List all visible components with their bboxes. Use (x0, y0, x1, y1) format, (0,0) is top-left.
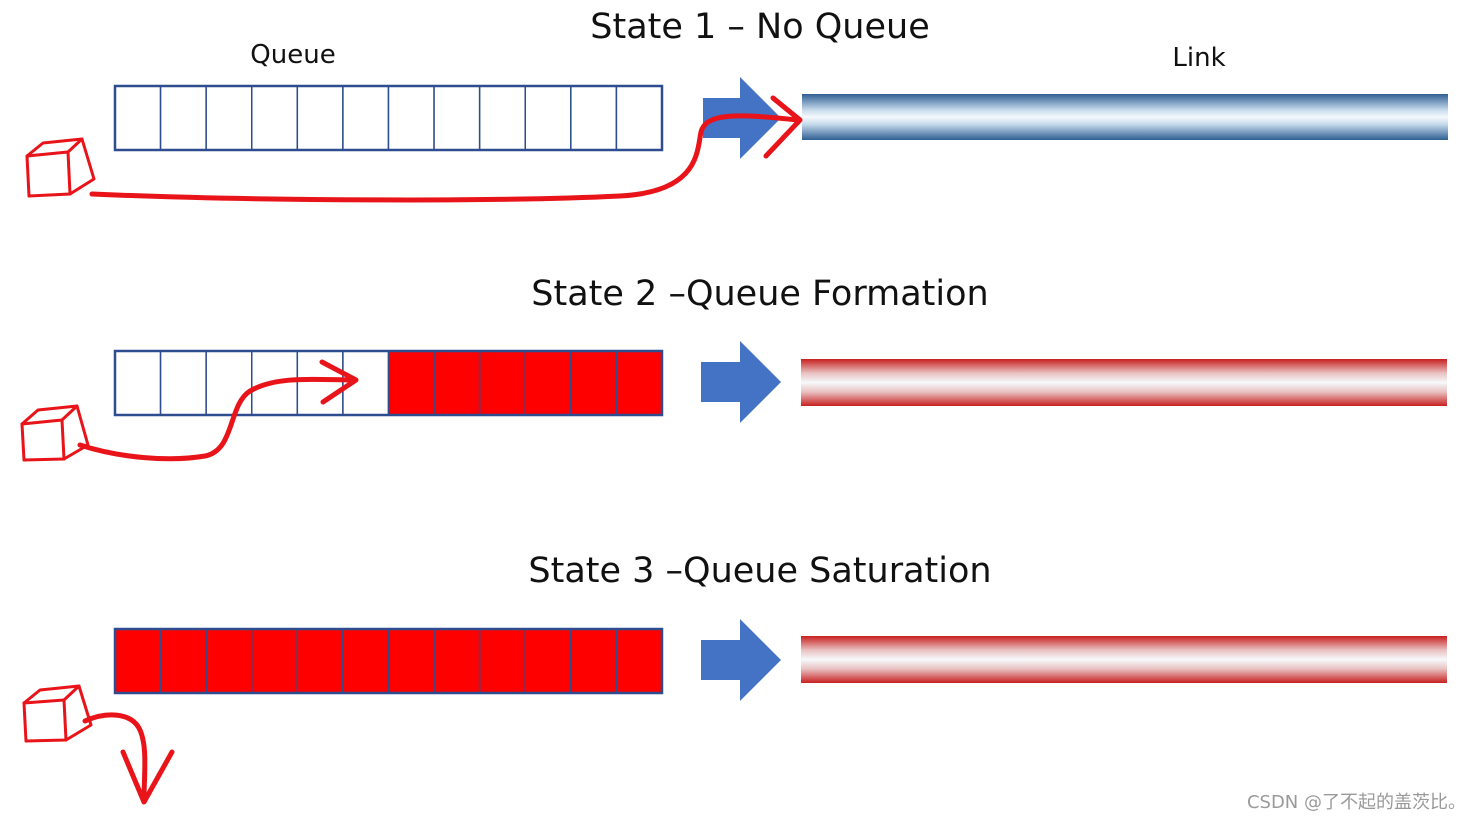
state-3-flow-arrow (701, 619, 781, 701)
queue-slot-empty (114, 350, 162, 416)
state-3-packet-path (82, 712, 175, 805)
queue-slot-empty (387, 85, 435, 151)
queue-slot-filled (205, 628, 253, 694)
queue-border (113, 627, 664, 695)
queue-label: Queue (250, 40, 335, 70)
queue-slot-filled (615, 350, 663, 416)
state-1-queue (113, 84, 664, 152)
queue-slot-filled (387, 628, 435, 694)
link-label: Link (1172, 43, 1225, 73)
queue-slot-filled (570, 628, 618, 694)
queue-slot-empty (570, 85, 618, 151)
queue-slot-filled (433, 350, 481, 416)
queue-slot-empty (159, 85, 207, 151)
queue-slot-filled (478, 628, 527, 694)
state-1-title: State 1 – No Queue (590, 7, 930, 47)
queue-slot-empty (296, 85, 344, 151)
state-3-queue (113, 627, 664, 695)
state-3-title: State 3 –Queue Saturation (528, 551, 991, 591)
queue-border (113, 84, 664, 152)
state-1-link (802, 94, 1448, 140)
queue-slot-empty (205, 85, 253, 151)
queue-slot-empty (478, 85, 527, 151)
state-3-link (801, 636, 1447, 683)
queue-slot-filled (251, 628, 299, 694)
queue-slot-empty (205, 350, 253, 416)
queue-slot-filled (615, 628, 663, 694)
queue-slot-filled (296, 628, 344, 694)
state-2-packet-path (77, 359, 359, 462)
watermark-text: CSDN @了不起的盖茨比。 (1247, 792, 1466, 813)
queue-slot-filled (159, 628, 207, 694)
queue-slot-empty (114, 85, 162, 151)
state-2-queue (113, 349, 664, 417)
queue-slot-filled (387, 350, 435, 416)
queue-slot-filled (114, 628, 162, 694)
queue-slot-empty (159, 350, 207, 416)
state-1-packet-path (89, 95, 803, 203)
queue-slot-empty (251, 85, 299, 151)
state-2-link (801, 359, 1447, 406)
queue-slot-filled (342, 628, 390, 694)
state-2-packet-icon (20, 404, 90, 462)
queue-border (113, 349, 664, 417)
queue-slot-empty (433, 85, 481, 151)
queue-slot-empty (615, 85, 663, 151)
queue-slot-filled (524, 628, 572, 694)
queue-slot-filled (524, 350, 572, 416)
state-2-title: State 2 –Queue Formation (531, 274, 988, 314)
state-1-packet-icon (25, 137, 96, 198)
queue-slot-filled (478, 350, 527, 416)
queue-slot-empty (524, 85, 572, 151)
queue-slot-empty (342, 85, 390, 151)
queue-slot-filled (570, 350, 618, 416)
state-3-packet-icon (22, 684, 93, 743)
queue-slot-filled (433, 628, 481, 694)
state-2-flow-arrow (701, 341, 781, 423)
